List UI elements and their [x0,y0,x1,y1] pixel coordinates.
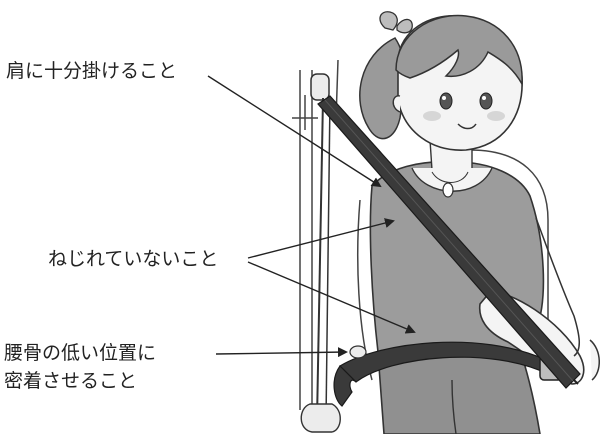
shoulder-belt [317,95,581,389]
callout-shoulder: 肩に十分掛けること [6,58,178,84]
callout-no-twist: ねじれていないこと [48,246,219,272]
hair [359,11,413,140]
callout-hip-line2: 密着させること [4,368,138,394]
leader-lines [207,75,416,358]
callout-hip-line1: 腰骨の低い位置に [4,340,157,366]
retractor [300,345,367,433]
head [392,14,523,151]
belt-anchor [310,73,331,421]
